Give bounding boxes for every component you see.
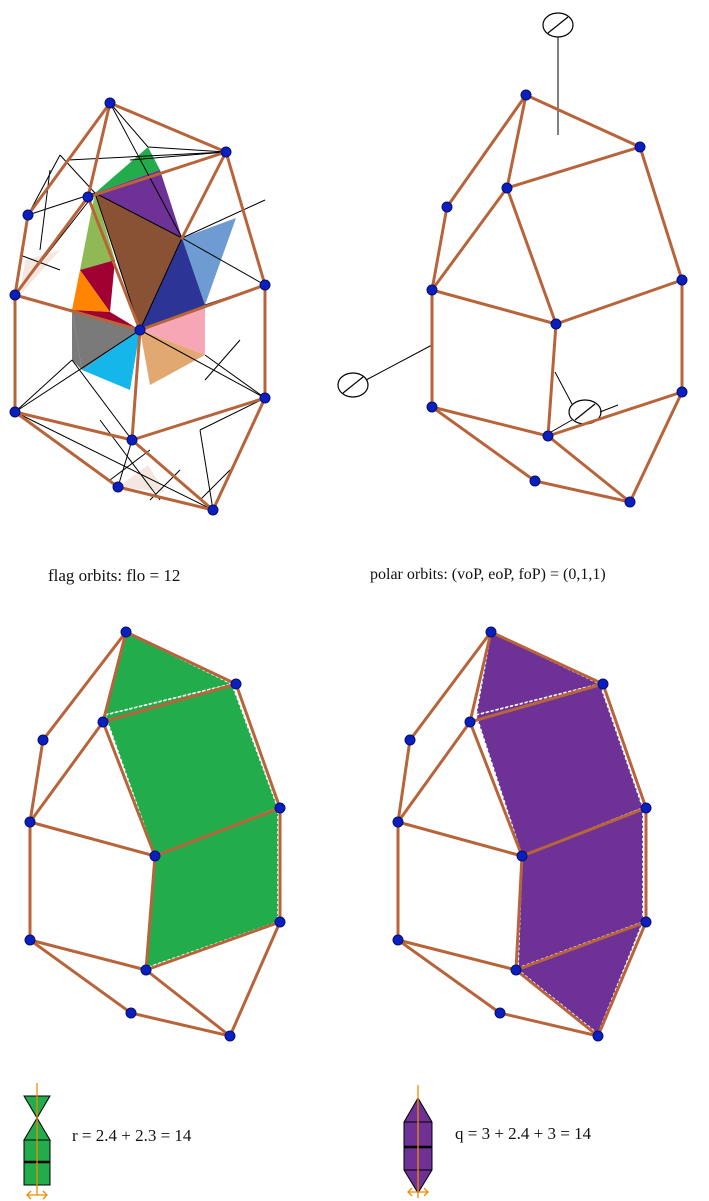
green-orbit-panel [24, 627, 285, 1199]
polar-symbols [338, 13, 618, 432]
purple-orbit-panel [393, 627, 651, 1198]
purple-faces [476, 632, 643, 1034]
polar-orbits-caption: polar orbits: (voP, eoP, foP) = (0,1,1) [370, 566, 606, 584]
green-symmetry-glyph [24, 1083, 50, 1199]
green-faces [105, 632, 278, 968]
r-formula-caption: r = 2.4 + 2.3 = 14 [72, 1126, 191, 1146]
q-formula-caption: q = 3 + 2.4 + 3 = 14 [455, 1124, 591, 1144]
purple-symmetry-glyph [404, 1085, 432, 1198]
flag-orbits-panel [10, 98, 270, 515]
polyhedron-edges [432, 95, 682, 502]
flag-orbits-caption: flag orbits: flo = 12 [48, 566, 180, 586]
polar-orbits-panel [338, 13, 687, 507]
